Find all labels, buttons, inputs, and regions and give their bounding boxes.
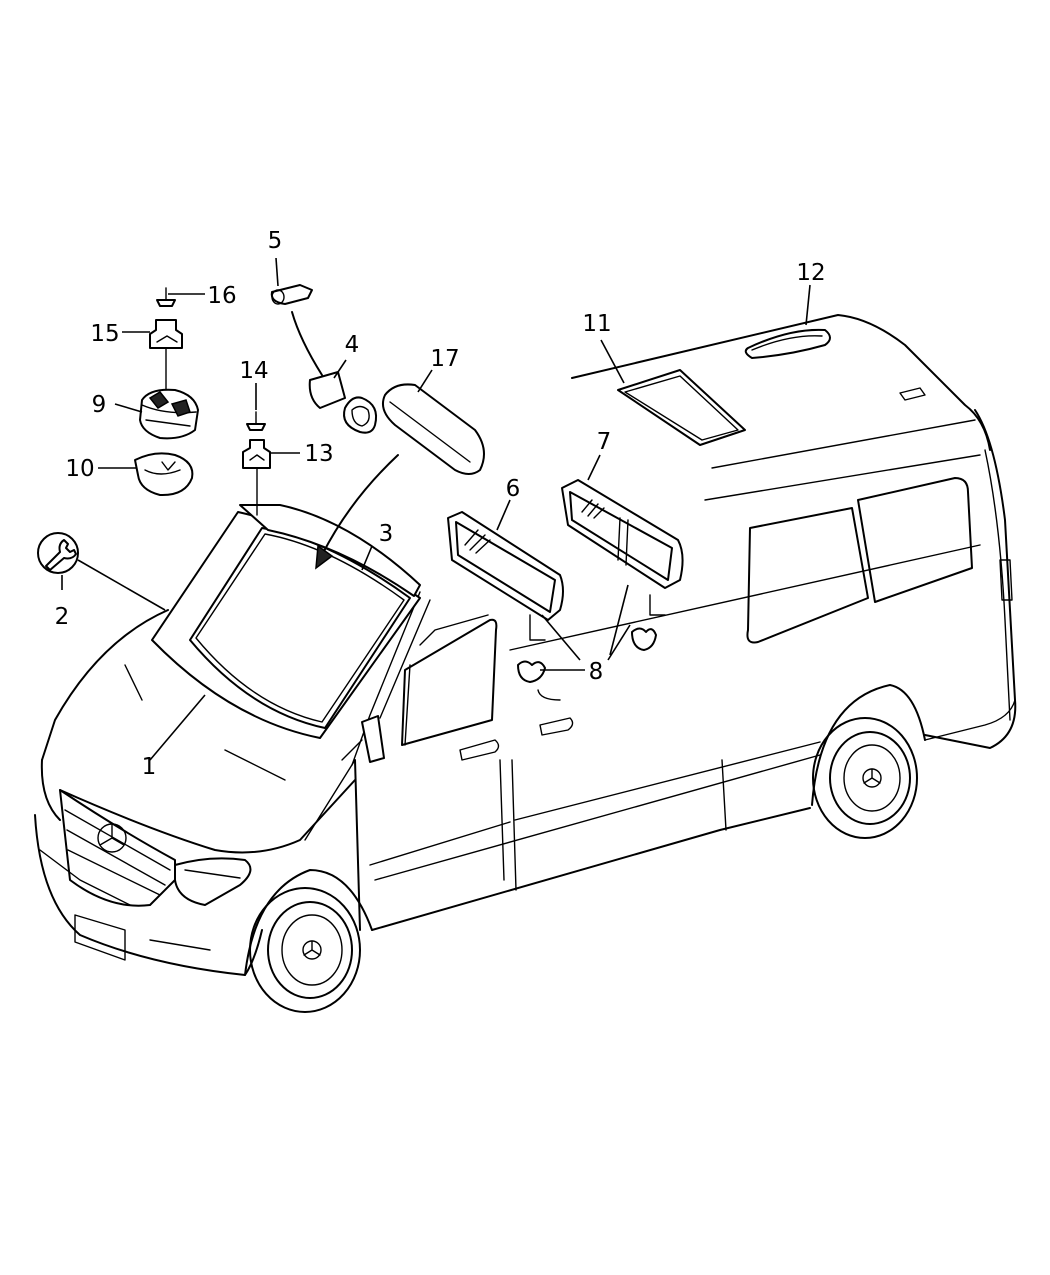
callout-12: 12 — [796, 260, 825, 286]
sensor-module — [139, 388, 199, 440]
callout-7: 7 — [597, 429, 612, 455]
callout-6: 6 — [506, 476, 521, 502]
callout-2: 2 — [55, 604, 70, 630]
callout-4: 4 — [345, 332, 360, 358]
callout-14: 14 — [239, 358, 268, 384]
callout-17: 17 — [430, 346, 459, 372]
callout-3: 3 — [379, 521, 394, 547]
rear-wheel — [812, 717, 918, 839]
van-body — [34, 314, 1017, 976]
sensor-cable — [291, 311, 323, 376]
wrench-icon — [37, 532, 79, 574]
connector-13 — [242, 439, 271, 469]
mirror-pad — [308, 371, 346, 409]
side-window-front — [447, 511, 564, 621]
callout-15: 15 — [90, 321, 119, 347]
callout-11: 11 — [582, 311, 611, 337]
callout-10: 10 — [65, 456, 94, 482]
install-arrow — [321, 454, 399, 556]
callout-9: 9 — [92, 392, 107, 418]
sunroof — [617, 369, 746, 446]
connector-15 — [149, 319, 183, 349]
rain-sensor — [270, 284, 313, 305]
callout-1: 1 — [142, 754, 157, 780]
side-window-rear — [561, 479, 684, 589]
rearview-mirror — [343, 383, 485, 475]
callout-labels: 1 2 3 4 5 6 7 8 9 10 11 12 13 14 15 16 1… — [55, 228, 826, 780]
windshield — [151, 504, 421, 739]
install-arrowhead — [315, 544, 334, 570]
callout-5: 5 — [268, 228, 283, 254]
leader-lines — [61, 257, 811, 761]
front-wheel — [249, 887, 361, 1013]
callout-13: 13 — [304, 441, 333, 467]
callout-8: 8 — [589, 659, 604, 685]
callout-16: 16 — [207, 283, 236, 309]
bolt-14 — [246, 411, 266, 431]
bolt-16 — [156, 287, 176, 307]
sensor-cover — [134, 452, 194, 497]
roof-vent — [744, 328, 831, 359]
roof-marker — [899, 387, 926, 401]
window-clips — [517, 594, 666, 701]
